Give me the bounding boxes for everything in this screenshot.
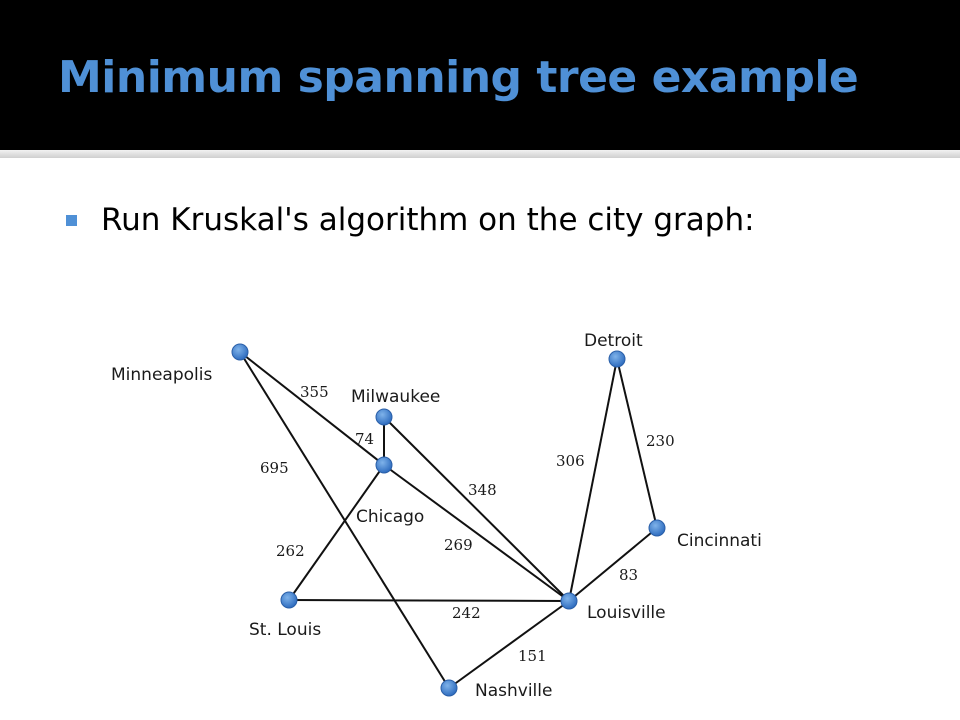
- edge-weight-minneapolis-chicago: 355: [300, 383, 329, 401]
- edge-louisville-detroit: [568, 358, 618, 602]
- node-label-cincinnati: Cincinnati: [677, 531, 762, 551]
- bullet-text: Run Kruskal's algorithm on the city grap…: [101, 202, 755, 238]
- edge-louisville-cincinnati: [568, 527, 658, 602]
- node-cincinnati: [648, 519, 666, 537]
- slide-header: Minimum spanning tree example: [0, 0, 960, 150]
- node-label-milwaukee: Milwaukee: [351, 387, 440, 407]
- edge-weight-detroit-cincinnati: 230: [646, 432, 675, 450]
- edge-weight-louisville-detroit: 306: [556, 452, 585, 470]
- edge-weight-stlouis-louisville: 242: [452, 604, 481, 622]
- edge-louisville-nashville: [448, 600, 570, 689]
- edge-chicago-stlouis: [288, 464, 385, 601]
- weights-layer: 355 695 74 348 262 269 242 151 306 83 230: [260, 383, 675, 665]
- node-chicago: [375, 456, 393, 474]
- node-label-detroit: Detroit: [584, 331, 643, 351]
- edge-weight-louisville-nashville: 151: [518, 647, 547, 665]
- node-louisville: [560, 592, 578, 610]
- node-label-minneapolis: Minneapolis: [111, 365, 212, 385]
- node-stlouis: [280, 591, 298, 609]
- nodes-layer: [231, 343, 666, 697]
- edge-weight-minneapolis-nashville: 695: [260, 459, 289, 477]
- edge-weight-milwaukee-louisville: 348: [468, 481, 497, 499]
- edge-weight-chicago-louisville: 269: [444, 536, 473, 554]
- node-detroit: [608, 350, 626, 368]
- node-label-nashville: Nashville: [475, 681, 552, 701]
- square-bullet-icon: [66, 214, 77, 226]
- header-divider: [0, 150, 960, 158]
- edge-weight-louisville-cincinnati: 83: [619, 566, 638, 584]
- edges-layer: [239, 351, 658, 689]
- edge-milwaukee-louisville: [383, 416, 570, 602]
- edge-stlouis-louisville: [288, 599, 570, 602]
- edge-weight-milwaukee-chicago: 74: [355, 430, 374, 448]
- edge-chicago-louisville: [383, 464, 570, 602]
- node-milwaukee: [375, 408, 393, 426]
- edge-detroit-cincinnati: [616, 358, 658, 529]
- bullet-item: Run Kruskal's algorithm on the city grap…: [66, 202, 755, 238]
- node-nashville: [440, 679, 458, 697]
- edge-weight-chicago-stlouis: 262: [276, 542, 305, 560]
- slide-content: Run Kruskal's algorithm on the city grap…: [0, 158, 960, 720]
- slide-title: Minimum spanning tree example: [58, 52, 859, 103]
- node-minneapolis: [231, 343, 249, 361]
- edge-minneapolis-chicago: [239, 351, 385, 466]
- node-label-stlouis: St. Louis: [249, 620, 321, 640]
- node-label-chicago: Chicago: [356, 507, 424, 527]
- node-label-louisville: Louisville: [587, 603, 666, 623]
